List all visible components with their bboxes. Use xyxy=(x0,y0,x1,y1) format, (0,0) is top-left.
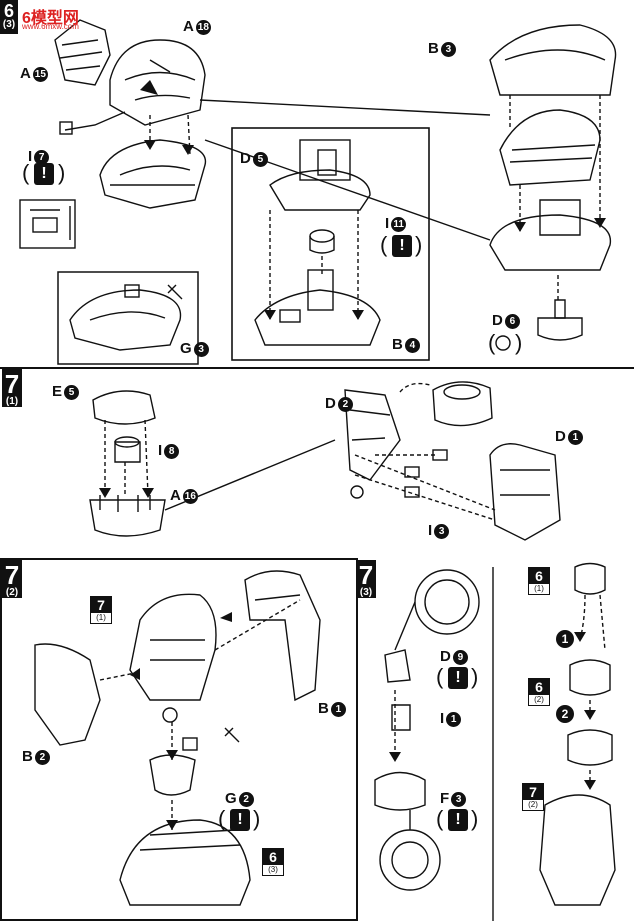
step-number: 7 xyxy=(358,560,374,590)
step-marker-7-1: 7 (1) xyxy=(2,369,22,407)
warning-icon: ! xyxy=(34,163,54,185)
flow-step-1: 1 xyxy=(556,630,574,648)
watermark-logo: 6模型网 xyxy=(22,10,79,27)
ref-step-6-3: 6 (3) xyxy=(262,848,284,876)
step-sub: (3) xyxy=(359,587,373,598)
part-a15-visor xyxy=(54,19,111,86)
section-7-2 xyxy=(0,558,358,921)
part-g2 xyxy=(149,754,196,796)
paren-right: ) xyxy=(253,806,261,831)
warning-icon: ! xyxy=(392,235,412,257)
ref-step-7-2: 7 (2) xyxy=(522,783,544,811)
part-d5 xyxy=(269,139,371,211)
part-b3-helmet xyxy=(489,24,617,96)
part-d6-cap xyxy=(537,299,583,341)
step-number: 7 xyxy=(4,560,20,590)
warning-icon: ! xyxy=(230,809,250,831)
part-flow-top xyxy=(574,562,606,595)
step-marker-6-3: 6 (3) xyxy=(0,0,18,34)
ref-step-6-1: 6 (1) xyxy=(528,567,550,595)
part-e5 xyxy=(92,390,156,425)
part-i11 xyxy=(309,229,335,254)
paren-right: ) xyxy=(515,330,523,355)
part-b1 xyxy=(244,570,321,702)
watermark-url: www.6mxw.com xyxy=(22,22,79,31)
part-base xyxy=(119,819,251,906)
warning-icon: ! xyxy=(448,667,468,689)
detail-circle-bottom xyxy=(379,829,441,891)
step-sub: (2) xyxy=(5,587,19,598)
part-i1 xyxy=(391,704,411,731)
part-lower-ring xyxy=(99,139,207,209)
paren-right: ) xyxy=(471,806,479,831)
part-joint-upper xyxy=(384,649,411,683)
flow-step-2: 2 xyxy=(556,705,574,723)
dimension-box xyxy=(19,199,76,249)
paren-left: ( xyxy=(380,232,388,257)
paren-left: ( xyxy=(22,160,30,185)
paren-right: ) xyxy=(415,232,423,257)
step-number: 7 xyxy=(4,369,20,399)
step-marker-7-3: 7 (3) xyxy=(356,560,376,598)
part-sphere xyxy=(432,381,493,427)
step-sub: (1) xyxy=(5,396,19,407)
ref-step-6-2: 6 (2) xyxy=(528,678,550,706)
part-g3-ring xyxy=(69,284,183,351)
step-marker-7-2: 7 (2) xyxy=(2,560,22,598)
paren-right: ) xyxy=(471,664,479,689)
part-d2 xyxy=(344,389,401,499)
part-i7-tab xyxy=(59,121,73,135)
warning-icon: ! xyxy=(448,809,468,831)
part-a16 xyxy=(89,495,166,537)
part-d1 xyxy=(489,443,561,541)
part-b2 xyxy=(34,643,101,746)
paren-left: ( xyxy=(488,330,496,355)
paren-left: ( xyxy=(436,664,444,689)
paren-left: ( xyxy=(436,806,444,831)
section-7-1 xyxy=(0,367,634,558)
step-sub: (3) xyxy=(2,19,16,30)
part-b4 xyxy=(254,269,381,346)
part-assembled-head xyxy=(489,109,612,271)
paren-left: ( xyxy=(218,806,226,831)
part-flow-final xyxy=(539,794,616,906)
part-i8 xyxy=(114,436,141,463)
paren-right: ) xyxy=(58,160,66,185)
part-a18-shell xyxy=(109,39,206,126)
ref-step-7-1: 7 (1) xyxy=(90,596,112,624)
part-flow-mid xyxy=(569,659,611,696)
part-f3 xyxy=(374,771,426,811)
step-number: 6 xyxy=(3,1,14,21)
part-flow-low xyxy=(567,729,613,766)
